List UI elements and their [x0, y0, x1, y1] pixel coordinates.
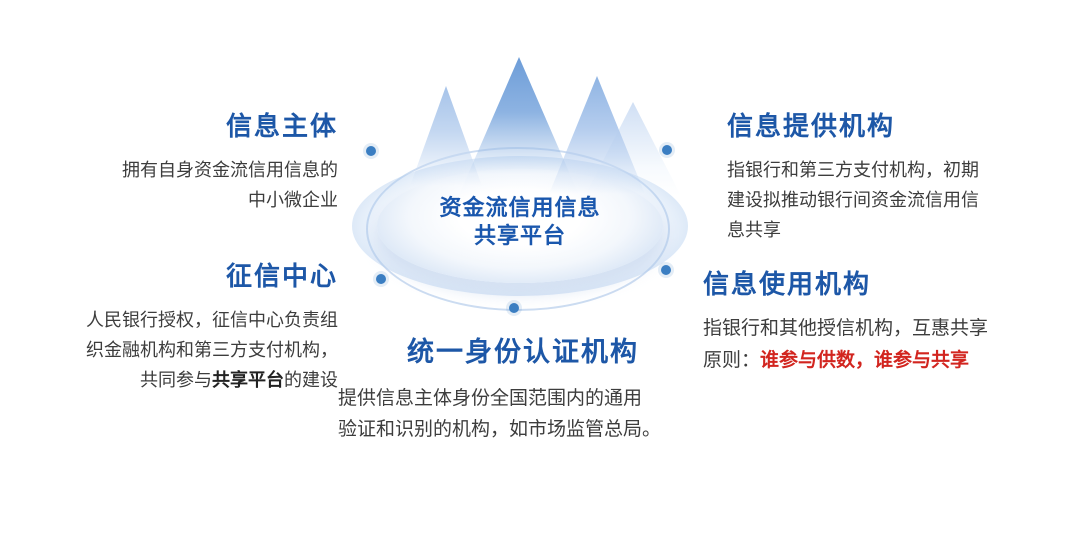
center-platform-title: 资金流信用信息 共享平台 — [398, 194, 642, 250]
body-line: 原则：谁参与供数，谁参与共享 — [703, 345, 1048, 377]
node-info-subject: 信息主体 拥有自身资金流信用信息的 中小微企业 — [58, 106, 338, 215]
node-info-user-body: 指银行和其他授信机构，互惠共享 原则：谁参与供数，谁参与共享 — [703, 313, 1048, 377]
node-info-subject-title: 信息主体 — [225, 111, 338, 141]
body-text: 原则： — [703, 350, 761, 371]
node-identity-agency: 统一身份认证机构 提供信息主体身份全国范围内的通用 验证和识别的机构，如市场监管… — [338, 330, 708, 445]
node-info-user-title: 信息使用机构 — [703, 269, 872, 299]
body-line: 共同参与共享平台的建设 — [36, 365, 338, 395]
connector-dot-mid-right — [661, 265, 671, 275]
node-info-provider-body: 指银行和第三方支付机构，初期 建设拟推动银行间资金流信用信 息共享 — [727, 155, 1029, 245]
body-line: 指银行和其他授信机构，互惠共享 — [703, 318, 989, 339]
node-info-user: 信息使用机构 指银行和其他授信机构，互惠共享 原则：谁参与供数，谁参与共享 — [703, 264, 1048, 377]
connector-dot-top-left — [366, 146, 376, 156]
body-text: 共同参与 — [140, 370, 212, 390]
body-line: 指银行和第三方支付机构，初期 — [727, 160, 979, 180]
node-identity-agency-title: 统一身份认证机构 — [407, 337, 639, 367]
node-info-subject-body: 拥有自身资金流信用信息的 中小微企业 — [58, 155, 338, 215]
node-info-provider-title: 信息提供机构 — [727, 111, 896, 141]
center-title-line-1: 资金流信用信息 — [439, 195, 601, 220]
body-line: 中小微企业 — [248, 190, 338, 210]
node-info-provider: 信息提供机构 指银行和第三方支付机构，初期 建设拟推动银行间资金流信用信 息共享 — [727, 106, 1029, 245]
body-text-red-emphasis: 谁参与供数，谁参与共享 — [760, 350, 970, 371]
body-line: 息共享 — [727, 220, 781, 240]
body-text-emphasis: 共享平台 — [212, 370, 284, 390]
connector-dot-top-right — [662, 145, 672, 155]
center-title-line-2: 共享平台 — [473, 223, 566, 248]
connector-dot-bottom — [509, 303, 519, 313]
body-line: 建设拟推动银行间资金流信用信 — [727, 190, 979, 210]
body-text: 的建设 — [284, 370, 338, 390]
body-line: 提供信息主体身份全国范围内的通用 — [338, 388, 643, 409]
body-line: 织金融机构和第三方支付机构， — [86, 340, 338, 360]
connector-dot-mid-left — [376, 274, 386, 284]
node-credit-center: 征信中心 人民银行授权，征信中心负责组 织金融机构和第三方支付机构， 共同参与共… — [36, 256, 338, 395]
node-identity-agency-body: 提供信息主体身份全国范围内的通用 验证和识别的机构，如市场监管总局。 — [338, 383, 708, 445]
mountain-icon-main — [459, 57, 579, 195]
body-line: 人民银行授权，征信中心负责组 — [86, 310, 338, 330]
node-credit-center-body: 人民银行授权，征信中心负责组 织金融机构和第三方支付机构， 共同参与共享平台的建… — [36, 305, 338, 395]
node-credit-center-title: 征信中心 — [225, 261, 338, 291]
body-line: 验证和识别的机构，如市场监管总局。 — [338, 419, 662, 440]
body-line: 拥有自身资金流信用信息的 — [122, 160, 338, 180]
